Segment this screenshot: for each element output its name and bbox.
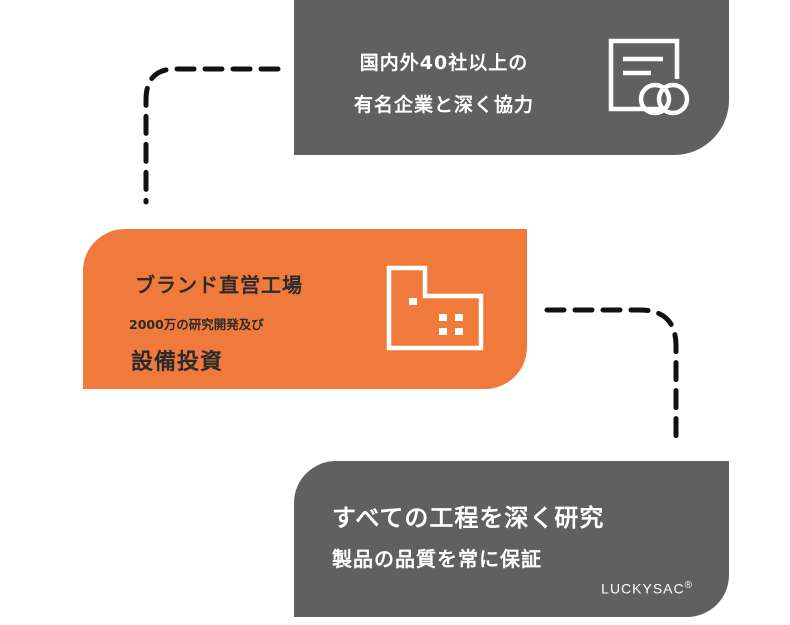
brand-name: LUCKYSAC® <box>601 580 693 597</box>
quality-line-2: 製品の品質を常に保証 <box>332 547 542 571</box>
partners-card: 国内外40社以上の 有名企業と深く協力 <box>294 0 729 155</box>
registered-mark: ® <box>684 580 693 592</box>
document-handshake-icon <box>608 38 690 116</box>
quality-card: すべての工程を深く研究 製品の品質を常に保証 LUCKYSAC® <box>294 461 729 617</box>
factory-title: ブランド直営工場 <box>135 273 303 297</box>
partners-line-1: 国内外40社以上の <box>359 52 529 74</box>
factory-card: ブランド直営工場 2000万の研究開発及び 設備投資 <box>83 229 527 389</box>
connector-top-left <box>143 66 281 205</box>
quality-line-1: すべての工程を深く研究 <box>332 504 605 532</box>
partners-line-2: 有名企業と深く協力 <box>353 94 534 116</box>
factory-subtitle: 2000万の研究開発及び <box>129 317 264 332</box>
factory-icon <box>386 265 484 351</box>
factory-main: 設備投資 <box>131 350 224 375</box>
connector-middle-right <box>544 307 679 445</box>
